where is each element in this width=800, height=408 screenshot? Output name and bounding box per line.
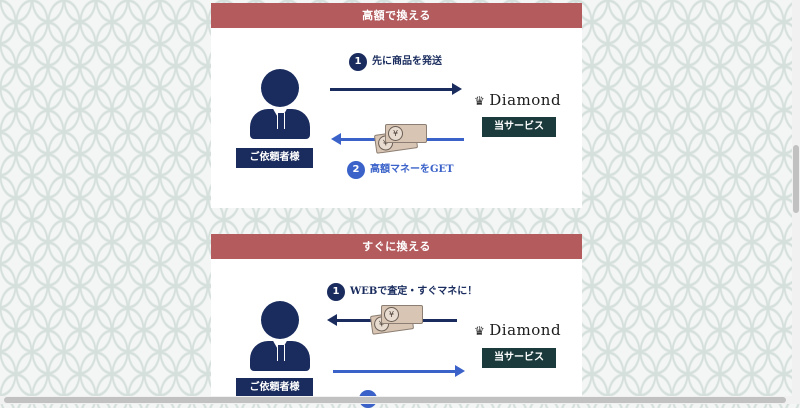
service-label: 当サービス [482, 348, 556, 368]
crown-icon: ♛ [474, 324, 486, 338]
step-2: 2 高額マネーをGET [347, 160, 454, 179]
step-1: 1 先に商品を発送 [349, 52, 442, 71]
client-label: ご依頼者様 [236, 148, 313, 168]
arrow-right-icon [330, 83, 462, 95]
section-card-instant: すぐに換える 1 WEBで査定・すぐマネに！ ¥ ¥ ♛Diamond 当サービス… [211, 234, 582, 408]
banknote-icon: ¥ ¥ [373, 124, 435, 154]
step-text: 高額マネーをGET [370, 164, 454, 175]
brand-name: Diamond [489, 91, 562, 109]
step-1: 1 WEBで査定・すぐマネに！ [327, 282, 477, 301]
step-number-badge: 2 [347, 160, 365, 179]
scrollbar-thumb[interactable] [4, 397, 786, 403]
brand-logo: ♛Diamond [474, 321, 561, 339]
scrollbar-thumb[interactable] [793, 145, 799, 213]
step-number-badge: 1 [327, 282, 345, 301]
service-label: 当サービス [482, 117, 556, 137]
step-number-badge: 1 [349, 52, 367, 71]
section-card-high-value: 高額で換える ご依頼者様 1 先に商品を発送 ♛Diamond 当サービス ¥ ¥… [211, 3, 582, 208]
person-icon [250, 69, 310, 139]
crown-icon: ♛ [474, 94, 486, 108]
brand-name: Diamond [489, 321, 562, 339]
arrow-right-icon [333, 365, 465, 377]
section-header: すぐに換える [211, 234, 582, 259]
step-text: WEBで査定・すぐマネに！ [350, 286, 478, 297]
flow-diagram: 1 WEBで査定・すぐマネに！ ¥ ¥ ♛Diamond 当サービス ご依頼者様 [211, 259, 582, 408]
brand-logo: ♛Diamond [474, 91, 561, 109]
person-icon [250, 301, 310, 371]
horizontal-scrollbar[interactable] [0, 396, 792, 404]
flow-diagram: ご依頼者様 1 先に商品を発送 ♛Diamond 当サービス ¥ ¥ 2 高額マネー… [211, 28, 582, 208]
step-text: 先に商品を発送 [372, 56, 442, 67]
section-header: 高額で換える [211, 3, 582, 28]
vertical-scrollbar[interactable] [792, 0, 800, 404]
banknote-icon: ¥ ¥ [369, 305, 431, 335]
client-label: ご依頼者様 [236, 378, 313, 398]
